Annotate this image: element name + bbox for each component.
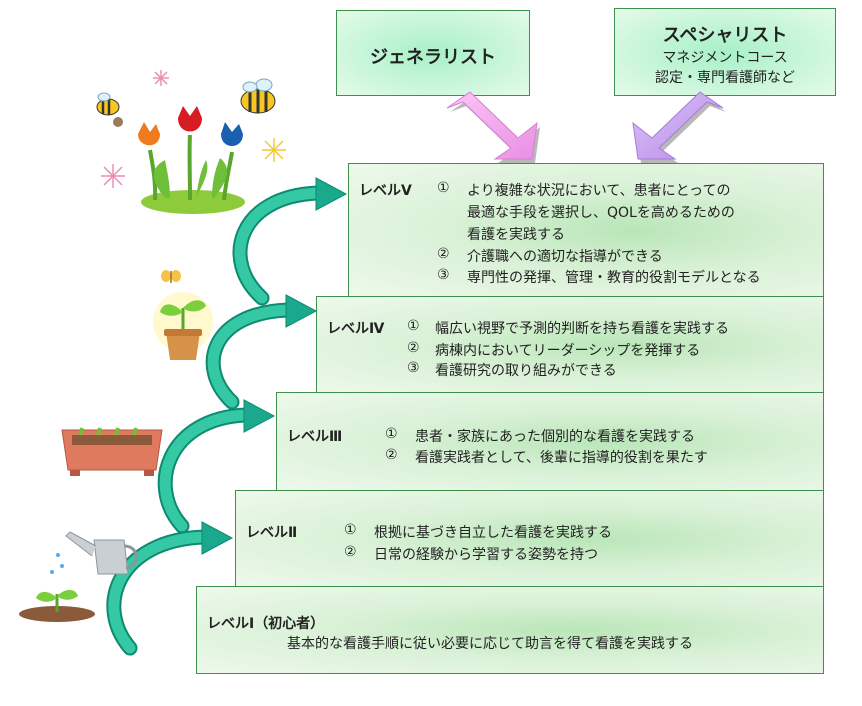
level-4-item-3-num: ③ xyxy=(407,360,420,376)
level-1-box: レベルⅠ（初心者） 基本的な看護手順に従い必要に応じて助言を得て看護を実践する xyxy=(196,586,824,674)
level-5-item-3-line-1: 専門性の発揮、管理・教育的役割モデルとなる xyxy=(467,270,761,286)
level-5-item-1-num: ① xyxy=(437,180,450,196)
level-5-item-1-line-3: 看護を実践する xyxy=(467,227,565,243)
tulips-icon xyxy=(138,106,245,214)
level-5-item-1-line-1: より複雑な状況において、患者にとっての xyxy=(467,183,731,199)
generalist-box: ジェネラリスト xyxy=(336,10,530,96)
level-4-box: レベルⅣ ① 幅広い視野で予測的判断を持ち看護を実践する ② 病棟内においてリー… xyxy=(316,296,824,394)
flower-sparkle-icon xyxy=(101,70,169,188)
curved-arrow-to-level-2 xyxy=(106,521,234,656)
level-3-box: レベルⅢ ① 患者・家族にあった個別的な看護を実践する ② 看護実践者として、後… xyxy=(276,392,824,492)
level-2-item-2-num: ② xyxy=(344,544,357,560)
bee-icon xyxy=(240,78,276,114)
level-4-title: レベルⅣ xyxy=(327,321,385,337)
level-3-item-2-num: ② xyxy=(385,447,398,463)
flower-sparkle-icon-yellow xyxy=(262,138,286,162)
watering-can-icon xyxy=(50,531,138,575)
specialist-box: スペシャリスト マネジメントコース 認定・専門看護師など xyxy=(614,8,836,96)
level-5-item-3-num: ③ xyxy=(437,267,450,283)
level-1-title: レベルⅠ（初心者） xyxy=(207,616,325,632)
level-3-item-2-line-1: 看護実践者として、後輩に指導的役割を果たす xyxy=(415,450,708,466)
level-2-item-1-line-1: 根拠に基づき自立した看護を実践する xyxy=(374,525,612,541)
level-4-item-2-line-1: 病棟内においてリーダーシップを発揮する xyxy=(435,343,701,359)
level-4-item-1-line-1: 幅広い視野で予測的判断を持ち看護を実践する xyxy=(435,321,729,337)
level-3-title: レベルⅢ xyxy=(287,429,343,445)
up-arrow-generalist xyxy=(446,91,540,163)
level-1-item-1-line-1: 基本的な看護手順に従い必要に応じて助言を得て看護を実践する xyxy=(287,636,693,652)
curved-arrow-to-level-3 xyxy=(157,399,276,534)
level-5-box: レベルⅤ ① より複雑な状況において、患者にとっての 最適な手段を選択し、QOL… xyxy=(348,163,824,298)
level-2-title: レベルⅡ xyxy=(246,525,298,541)
level-5-title: レベルⅤ xyxy=(359,183,412,199)
seedling-icon xyxy=(19,589,95,622)
level-3-item-1-num: ① xyxy=(385,426,398,442)
specialist-label: スペシャリスト xyxy=(662,25,788,46)
bee-icon-small xyxy=(96,92,123,127)
level-5-item-2-line-1: 介護職への適切な指導ができる xyxy=(467,249,663,265)
level-3-item-1-line-1: 患者・家族にあった個別的な看護を実践する xyxy=(415,429,695,445)
curved-arrow-to-level-5 xyxy=(232,177,348,306)
planter-icon xyxy=(61,427,163,476)
level-4-item-1-num: ① xyxy=(407,318,420,334)
sprout-pot-icon xyxy=(153,292,213,360)
level-4-item-3-line-1: 看護研究の取り組みができる xyxy=(435,363,617,379)
level-2-item-2-line-1: 日常の経験から学習する姿勢を持つ xyxy=(374,547,598,563)
level-2-item-1-num: ① xyxy=(344,522,357,538)
level-2-box: レベルⅡ ① 根拠に基づき自立した看護を実践する ② 日常の経験から学習する姿勢… xyxy=(235,490,824,588)
specialist-sub1: マネジメントコース xyxy=(662,50,788,66)
specialist-sub2: 認定・専門看護師など xyxy=(655,70,795,86)
up-arrow-specialist xyxy=(632,91,726,163)
generalist-label: ジェネラリスト xyxy=(370,47,496,68)
curved-arrow-to-level-4 xyxy=(205,294,318,410)
butterfly-icon xyxy=(161,270,181,283)
level-5-item-1-line-2: 最適な手段を選択し、QOLを高めるための xyxy=(467,205,735,221)
level-5-item-2-num: ② xyxy=(437,246,450,262)
level-4-item-2-num: ② xyxy=(407,340,420,356)
